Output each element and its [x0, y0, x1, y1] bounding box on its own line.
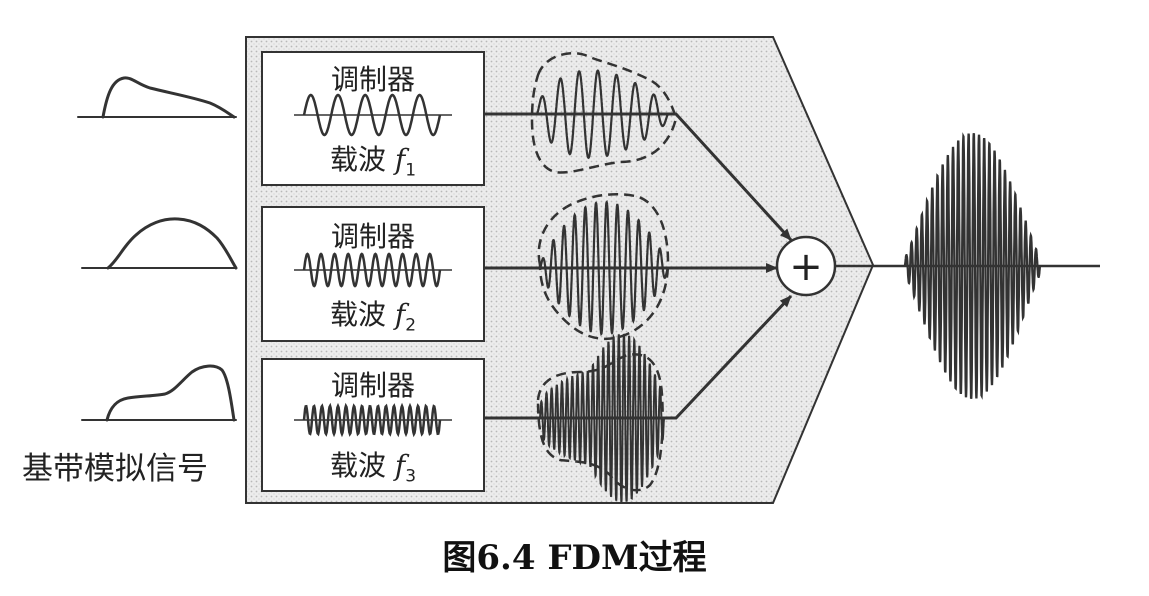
carrier-2-sub: 2	[405, 315, 417, 336]
carrier-wave-2	[302, 252, 442, 288]
modulator-3-carrier-label: 载波 f3	[262, 444, 484, 487]
modulator-3-title: 调制器	[330, 369, 415, 402]
modulated-signal-1	[535, 69, 669, 160]
carrier-3-freq: f	[394, 449, 406, 482]
envelope-3	[536, 353, 664, 492]
carrier-wave-1	[302, 93, 442, 137]
summer-symbol: +	[789, 244, 823, 290]
modulator-1-carrier-label: 载波 f1	[262, 138, 484, 181]
figure-caption: 图6.4 FDM过程	[442, 538, 707, 578]
carrier-2-text: 载波	[329, 298, 386, 331]
carrier-2-freq: f	[394, 298, 406, 331]
baseband-signal-label: 基带模拟信号	[22, 451, 208, 487]
carrier-waves	[294, 93, 452, 438]
carrier-3-sub: 3	[405, 466, 417, 487]
envelope-2	[537, 193, 670, 341]
baseband-signals	[77, 76, 238, 422]
modulated-signals	[530, 51, 678, 503]
baseband-signal-2	[81, 217, 238, 270]
fdm-output-signal	[903, 132, 1042, 400]
modulated-signal-3	[539, 333, 665, 503]
carrier-wave-3	[302, 402, 442, 438]
carrier-1-sub: 1	[405, 160, 417, 181]
carrier-3-text: 载波	[329, 449, 386, 482]
modulator-box-2	[261, 206, 485, 342]
baseband-signal-1	[77, 76, 237, 119]
modulated-signal-2	[539, 199, 669, 337]
carrier-1-freq: f	[394, 143, 406, 176]
modulator-2-carrier-label: 载波 f2	[262, 293, 484, 336]
baseband-signal-3	[81, 364, 237, 422]
modulator-1-title: 调制器	[330, 63, 415, 96]
summing-junction: +	[775, 235, 837, 297]
envelope-1	[530, 51, 678, 174]
modulator-2-title: 调制器	[330, 220, 415, 253]
modulator-boxes	[261, 51, 485, 492]
carrier-1-text: 载波	[329, 143, 386, 176]
